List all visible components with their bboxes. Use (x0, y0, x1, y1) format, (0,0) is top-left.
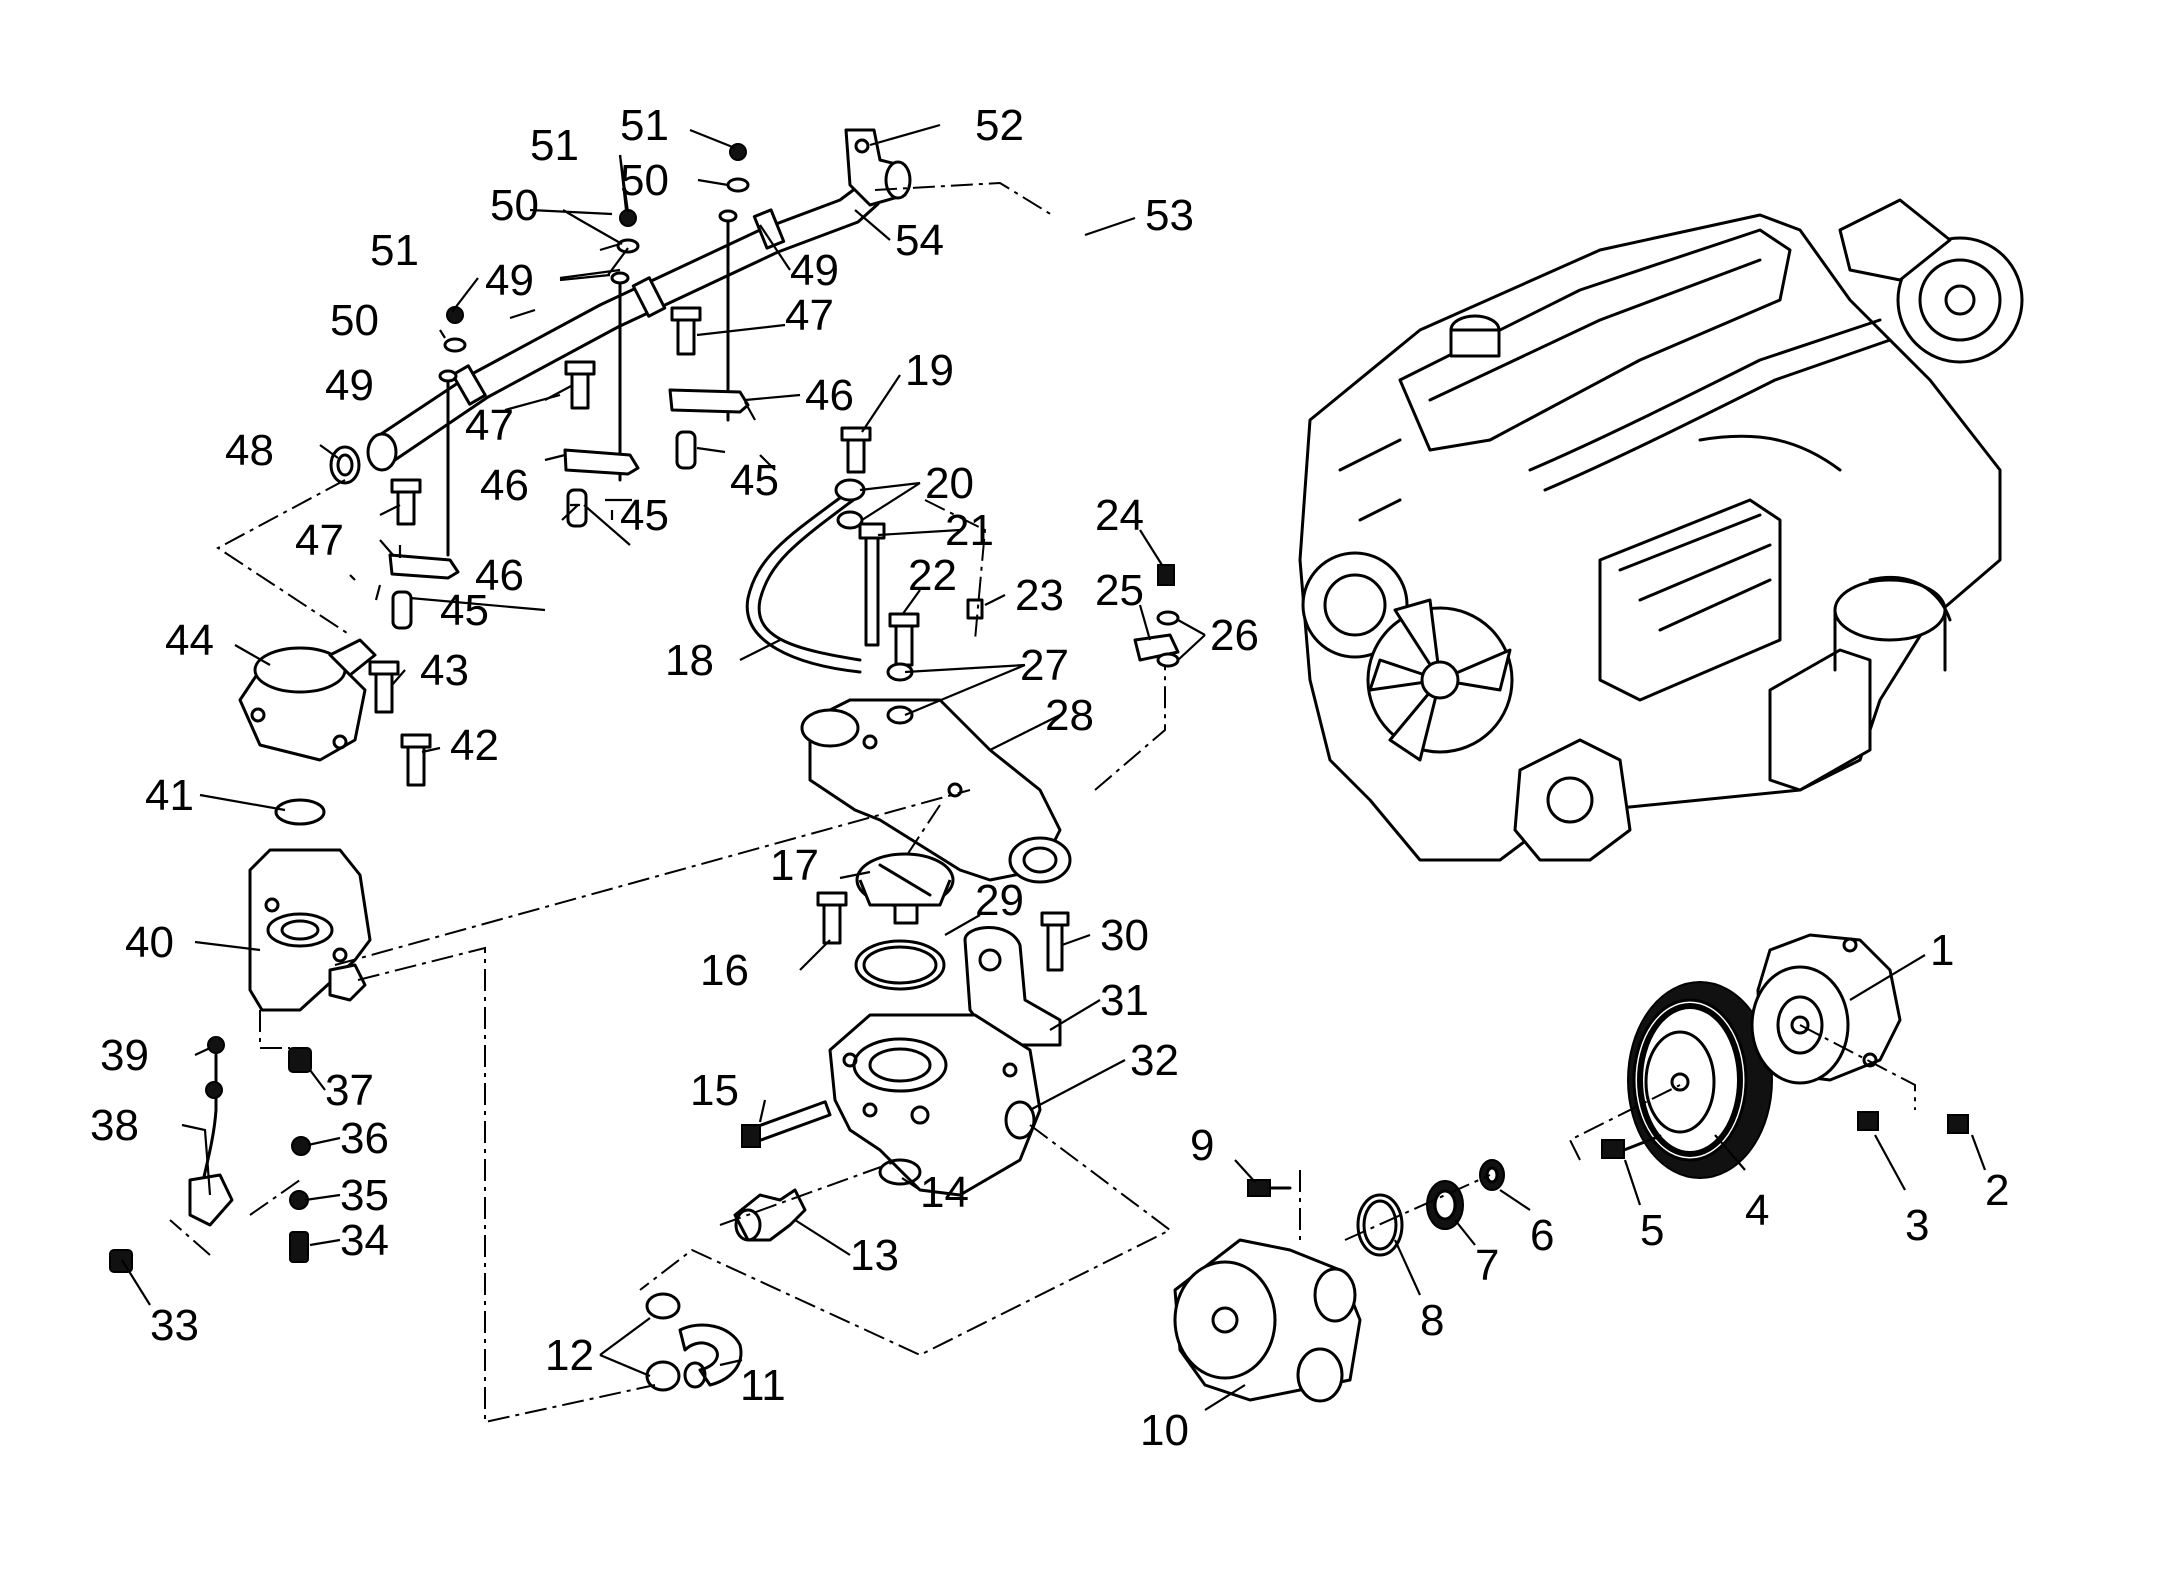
callout-31: 31 (1100, 976, 1149, 1025)
callout-50-b: 50 (490, 181, 539, 230)
callout-36: 36 (340, 1114, 389, 1163)
callout-50-c: 50 (620, 156, 669, 205)
callout-21: 21 (945, 506, 994, 555)
callout-29: 29 (975, 876, 1024, 925)
callout-45-b: 45 (620, 491, 669, 540)
callout-6: 6 (1530, 1211, 1554, 1260)
pipe-brackets (388, 306, 750, 630)
callout-49: 49 (325, 361, 374, 410)
callout-1: 1 (1930, 926, 1954, 975)
callout-34: 34 (340, 1216, 389, 1265)
callout-40: 40 (125, 918, 174, 967)
callout-49-c: 49 (790, 246, 839, 295)
callout-labels-repeated: 51 51 50 50 49 49 47 47 46 46 45 45 (465, 101, 854, 540)
callout-13: 13 (850, 1231, 899, 1280)
callout-24: 24 (1095, 491, 1144, 540)
callout-22: 22 (908, 551, 957, 600)
callout-11: 11 (740, 1361, 786, 1410)
callout-48: 48 (225, 426, 274, 475)
engine-assembly-illustration (1298, 198, 2024, 862)
callout-2: 2 (1985, 1166, 2009, 1215)
callout-25: 25 (1095, 566, 1144, 615)
callout-46-c: 46 (805, 371, 854, 420)
callout-41: 41 (145, 771, 194, 820)
callout-8: 8 (1420, 1296, 1444, 1345)
callout-53: 53 (1145, 191, 1194, 240)
callout-15: 15 (690, 1066, 739, 1115)
pump-components (1173, 933, 1969, 1403)
callout-51-b: 51 (530, 121, 579, 170)
callout-27: 27 (1020, 641, 1069, 690)
water-pipe-assembly (329, 128, 912, 485)
callout-50: 50 (330, 296, 379, 345)
assembly-lines (169, 181, 1916, 1424)
callout-45: 45 (440, 586, 489, 635)
callout-14: 14 (920, 1168, 969, 1217)
callout-52: 52 (975, 101, 1024, 150)
callout-30: 30 (1100, 911, 1149, 960)
callout-26: 26 (1210, 611, 1259, 660)
callout-38: 38 (90, 1101, 139, 1150)
callout-16: 16 (700, 946, 749, 995)
callout-5: 5 (1640, 1206, 1664, 1255)
callout-28: 28 (1045, 691, 1094, 740)
callout-23: 23 (1015, 571, 1064, 620)
callout-32: 32 (1130, 1036, 1179, 1085)
callout-35: 35 (340, 1171, 389, 1220)
callout-17: 17 (770, 841, 819, 890)
callout-33: 33 (150, 1301, 199, 1350)
callout-20: 20 (925, 459, 974, 508)
callout-54: 54 (895, 216, 944, 265)
callout-18: 18 (665, 636, 714, 685)
callout-45-c: 45 (730, 456, 779, 505)
callout-leaders (121, 123, 1987, 1411)
callout-42: 42 (450, 721, 499, 770)
callout-labels: 1 2 3 4 5 6 7 8 9 10 11 12 13 14 15 16 1… (90, 101, 2009, 1455)
callout-51: 51 (370, 226, 419, 275)
callout-4: 4 (1745, 1186, 1769, 1235)
callout-49-b: 49 (485, 256, 534, 305)
callout-46: 46 (475, 551, 524, 600)
callout-7: 7 (1475, 1241, 1499, 1290)
pipe-fasteners (438, 143, 750, 557)
callout-37: 37 (325, 1066, 374, 1115)
callout-47-b: 47 (465, 401, 514, 450)
callout-12: 12 (545, 1331, 594, 1380)
callout-47: 47 (295, 516, 344, 565)
callout-46-b: 46 (480, 461, 529, 510)
callout-51-c: 51 (620, 101, 669, 150)
callout-47-c: 47 (785, 291, 834, 340)
callout-9: 9 (1190, 1121, 1214, 1170)
callout-43: 43 (420, 646, 469, 695)
callout-3: 3 (1905, 1201, 1929, 1250)
callout-39: 39 (100, 1031, 149, 1080)
callout-19: 19 (905, 346, 954, 395)
callout-10: 10 (1140, 1406, 1189, 1455)
callout-44: 44 (165, 616, 214, 665)
